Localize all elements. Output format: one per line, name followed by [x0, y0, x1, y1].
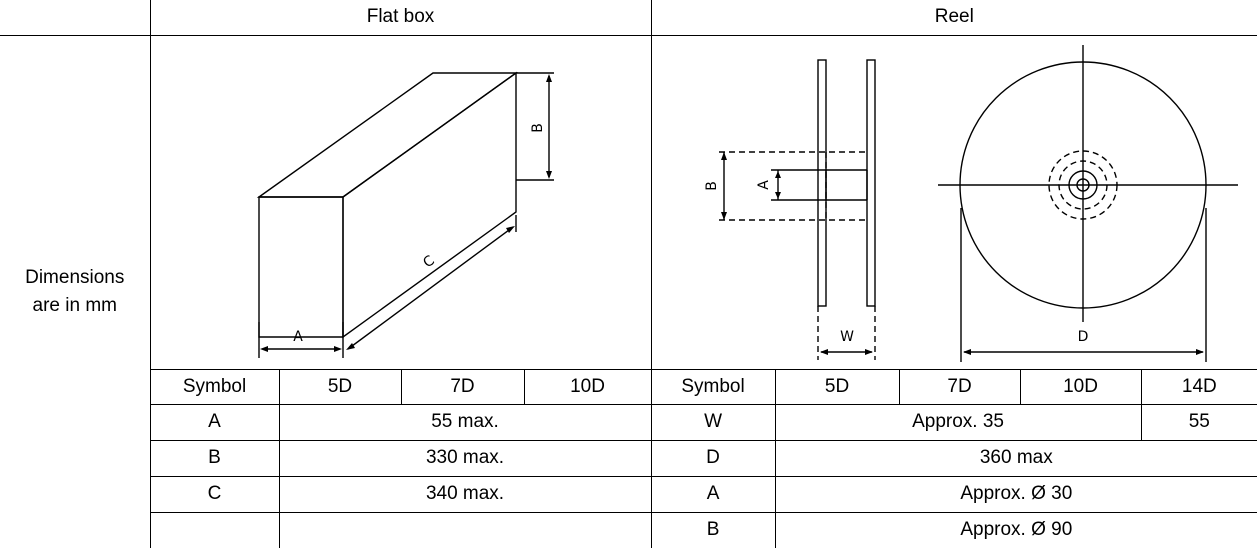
reel-value-a: Approx. Ø 30 — [774, 475, 1257, 513]
flatbox-symbol-b: B — [149, 439, 280, 477]
flatbox-label-c: C — [420, 252, 437, 271]
reel-value-w-14d: 55 — [1140, 403, 1257, 441]
flatbox-col-10d: 10D — [523, 368, 652, 405]
flat-box-top-face — [256, 71, 518, 198]
flatbox-symbol-c: C — [149, 475, 280, 513]
reel-value-b: Approx. Ø 90 — [774, 511, 1257, 548]
reel-label-w: W — [840, 329, 854, 345]
reel-col-7d: 7D — [898, 368, 1021, 405]
corner-cell — [0, 0, 151, 36]
reel-label-b: B — [704, 181, 720, 191]
flatbox-col-7d: 7D — [400, 368, 525, 405]
flatbox-value-c: 340 max. — [278, 475, 652, 513]
flat-box-side-face — [341, 71, 517, 338]
flat-box-diagram-cell: B A C — [149, 34, 652, 370]
flatbox-value-a: 55 max. — [278, 403, 652, 441]
dimension-label-line2: are in mm — [32, 294, 117, 316]
flatbox-value-b: 330 max. — [278, 439, 652, 477]
reel-diagram-cell: B A W D — [650, 34, 1257, 370]
reel-label-a: A — [756, 179, 772, 189]
reel-drawing: B A W D — [704, 44, 1238, 362]
flat-box-drawing: B A C — [256, 71, 554, 358]
reel-col-14d: 14D — [1140, 368, 1257, 405]
reel-label-d: D — [1077, 329, 1088, 345]
reel-left-flange — [816, 58, 827, 307]
flatbox-value-empty — [278, 511, 652, 548]
flatbox-col-symbol: Symbol — [149, 368, 280, 405]
dimension-label-line1: Dimensions — [25, 266, 125, 288]
reel-symbol-d: D — [650, 439, 776, 477]
reel-col-5d: 5D — [774, 368, 900, 405]
reel-symbol-b: B — [650, 511, 776, 548]
flat-box-header: Flat box — [149, 0, 652, 36]
reel-header: Reel — [650, 0, 1257, 36]
flatbox-label-a: A — [293, 329, 303, 345]
reel-col-10d: 10D — [1019, 368, 1142, 405]
flatbox-label-b: B — [530, 123, 546, 133]
dimension-label: Dimensions are in mm — [0, 34, 151, 548]
flatbox-symbol-a: A — [149, 403, 280, 441]
reel-right-flange — [865, 58, 876, 307]
reel-col-symbol: Symbol — [650, 368, 776, 405]
reel-value-w: Approx. 35 — [774, 403, 1142, 441]
reel-symbol-a: A — [650, 475, 776, 513]
flat-box-front-face — [257, 195, 344, 338]
reel-value-d: 360 max — [774, 439, 1257, 477]
flatbox-symbol-empty — [149, 511, 280, 548]
reel-symbol-w: W — [650, 403, 776, 441]
flatbox-col-5d: 5D — [278, 368, 402, 405]
